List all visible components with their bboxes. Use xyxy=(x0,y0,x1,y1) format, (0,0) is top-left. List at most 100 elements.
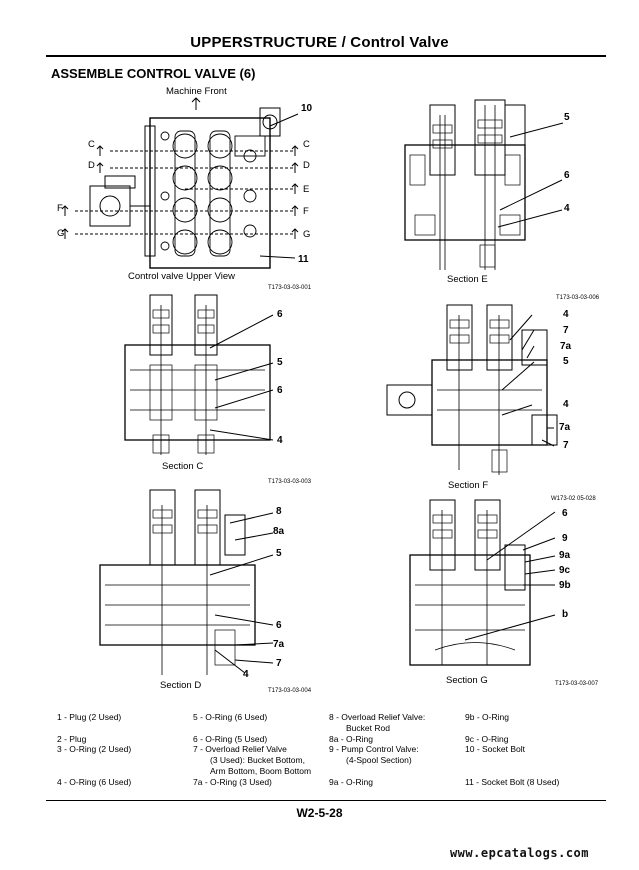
section-f-callout-4b: 4 xyxy=(563,399,569,410)
section-f-leader-4a xyxy=(509,314,533,341)
section-f-caption: Section F xyxy=(448,480,489,491)
callout-10: 10 xyxy=(301,103,313,114)
legend-item-4: 4 - O-Ring (6 Used) xyxy=(57,777,132,787)
section-d-leader-4 xyxy=(214,649,246,674)
legend-item-8-line2: Bucket Rod xyxy=(346,723,390,733)
section-mark-f-right: F xyxy=(303,206,309,217)
upper-view-ref: T173-03-03-001 xyxy=(268,285,312,291)
section-c-caption: Section C xyxy=(162,461,204,472)
section-d-callout-4: 4 xyxy=(243,669,249,680)
section-f-leader-5 xyxy=(501,361,535,391)
section-d-leader-7 xyxy=(234,659,274,664)
section-c-ref: T173-03-03-003 xyxy=(268,479,312,485)
legend-item-7: 7 - Overload Relief Valve xyxy=(193,744,287,754)
legend-item-9c: 9c - O-Ring xyxy=(465,734,509,744)
legend-item-7-line3: Arm Bottom, Boom Bottom xyxy=(210,766,312,776)
footer-rule xyxy=(46,800,606,801)
section-e-caption: Section E xyxy=(447,274,488,285)
legend-item-11: 11 - Socket Bolt (8 Used) xyxy=(465,777,560,787)
legend-item-9-line2: (4-Spool Section) xyxy=(346,755,412,765)
section-c-leader-5 xyxy=(214,362,274,381)
valve-body xyxy=(149,117,271,269)
section-d-diagram xyxy=(99,489,274,675)
section-f-leader-7b xyxy=(541,439,555,447)
section-f-callout-4a: 4 xyxy=(563,309,569,320)
page-number: W2-5-28 xyxy=(296,806,343,820)
section-g-callout-b: b xyxy=(562,609,569,620)
legend-item-7-line2: (3 Used): Bucket Bottom, xyxy=(210,755,305,765)
section-mark-d-left: D xyxy=(88,160,95,171)
section-g-diagram xyxy=(409,499,556,666)
section-e-ref: T173-03-03-006 xyxy=(556,295,600,301)
section-f-callout-5: 5 xyxy=(563,356,569,367)
section-g-leader-9 xyxy=(522,537,556,551)
legend-item-2: 2 - Plug xyxy=(57,734,87,744)
page-header-title: UPPERSTRUCTURE / Control Valve xyxy=(190,34,449,51)
section-g-leader-6 xyxy=(486,511,556,561)
section-d-callout-5: 5 xyxy=(276,548,282,559)
section-c-callout-4: 4 xyxy=(277,435,283,446)
section-g-callout-9: 9 xyxy=(562,533,568,544)
section-d-leader-8 xyxy=(229,512,274,524)
section-f-callout-7b: 7 xyxy=(563,440,569,451)
section-g-leader-9c xyxy=(524,569,556,575)
section-g-leader-9a xyxy=(524,555,556,563)
legend-item-9a: 9a - O-Ring xyxy=(329,777,373,787)
section-g-caption: Section G xyxy=(446,675,488,686)
section-e-callout-6: 6 xyxy=(564,170,570,181)
callout-leader-11 xyxy=(259,255,296,259)
header-rule xyxy=(46,55,606,57)
section-d-callout-7a: 7a xyxy=(273,639,285,650)
section-title: ASSEMBLE CONTROL VALVE (6) xyxy=(51,66,256,81)
section-g-ref: T173-03-03-007 xyxy=(555,681,599,687)
section-d-leader-7a xyxy=(234,642,274,646)
section-d-leader-8a xyxy=(234,532,274,541)
machine-front-label: Machine Front xyxy=(166,86,227,97)
section-mark-c-left: C xyxy=(88,139,95,150)
section-f-callout-7a: 7 xyxy=(563,325,569,336)
section-d-leader-5 xyxy=(209,554,274,576)
section-e-leader-4 xyxy=(497,209,563,228)
legend-item-7a: 7a - O-Ring (3 Used) xyxy=(193,777,272,787)
section-c-leader-6a xyxy=(209,314,274,349)
legend-item-9: 9 - Pump Control Valve: xyxy=(329,744,419,754)
legend-item-3: 3 - O-Ring (2 Used) xyxy=(57,744,132,754)
section-f-leader-4b xyxy=(501,404,533,416)
section-mark-e-right: E xyxy=(303,184,310,195)
section-f-leader-7a2 xyxy=(526,345,535,359)
legend-item-6: 6 - O-Ring (5 Used) xyxy=(193,734,268,744)
section-d-ref: T173-03-03-004 xyxy=(268,688,312,694)
section-g-callout-9b: 9b xyxy=(559,580,571,591)
section-d-callout-8: 8 xyxy=(276,506,282,517)
section-d-callout-7: 7 xyxy=(276,658,282,669)
legend-item-9b: 9b - O-Ring xyxy=(465,712,509,722)
section-e-diagram xyxy=(404,99,564,270)
section-f-diagram xyxy=(386,304,558,475)
section-c-callout-5: 5 xyxy=(277,357,283,368)
section-f-ref: W173-02 05-028 xyxy=(551,496,596,502)
watermark: www.epcatalogs.com xyxy=(449,846,589,860)
section-mark-d-right: D xyxy=(303,160,310,171)
legend-item-10: 10 - Socket Bolt xyxy=(465,744,526,754)
section-g-callout-6: 6 xyxy=(562,508,568,519)
section-g-callout-9a: 9a xyxy=(559,550,571,561)
section-c-callout-6a: 6 xyxy=(277,309,283,320)
section-mark-g-left: G xyxy=(57,228,65,239)
section-c-callout-6b: 6 xyxy=(277,385,283,396)
section-mark-c-right: C xyxy=(303,139,310,150)
upper-view-caption: Control valve Upper View xyxy=(128,271,236,282)
section-e-callout-4: 4 xyxy=(564,203,570,214)
section-d-leader-6 xyxy=(214,614,274,626)
section-mark-g-right: G xyxy=(303,229,311,240)
section-g-callout-9c: 9c xyxy=(559,565,571,576)
section-g-leader-b xyxy=(464,614,556,641)
callout-11: 11 xyxy=(298,254,309,265)
parts-legend: 1 - Plug (2 Used) 2 - Plug 3 - O-Ring (2… xyxy=(57,712,617,792)
machine-front-arrow xyxy=(191,97,201,110)
section-c-diagram xyxy=(124,294,274,455)
section-e-leader-5 xyxy=(509,122,564,138)
section-f-leader-7a xyxy=(521,329,535,351)
section-f-callout-7a-ring-b: 7a xyxy=(559,422,571,433)
section-d-callout-8a: 8a xyxy=(273,526,285,537)
upper-view-diagram xyxy=(61,97,299,269)
